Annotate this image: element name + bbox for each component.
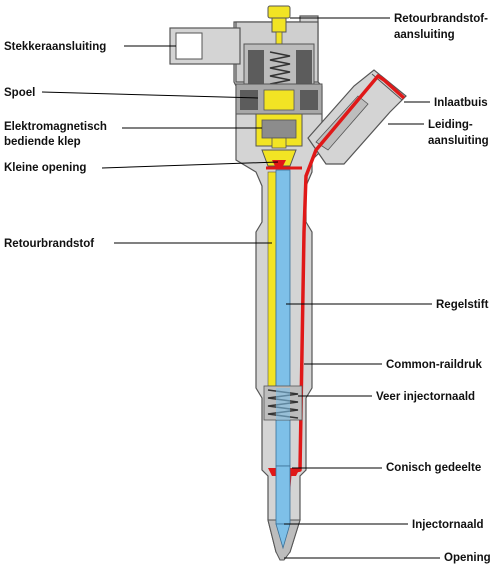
svg-text:Common-raildruk: Common-raildruk xyxy=(386,359,482,371)
svg-text:Veer injectornaald: Veer injectornaald xyxy=(376,391,475,403)
coil xyxy=(235,83,323,115)
label-common-raildruk: Common-raildruk xyxy=(304,359,482,371)
svg-text:Inlaatbuis: Inlaatbuis xyxy=(434,97,488,109)
svg-text:Stekkeraansluiting: Stekkeraansluiting xyxy=(4,41,106,53)
svg-text:aansluiting: aansluiting xyxy=(428,135,489,147)
svg-text:Spoel: Spoel xyxy=(4,87,35,99)
label-injectornaald: Injectornaald xyxy=(284,519,484,531)
svg-text:bediende klep: bediende klep xyxy=(4,136,81,148)
svg-text:Retourbrandstof: Retourbrandstof xyxy=(4,238,94,250)
svg-text:Kleine opening: Kleine opening xyxy=(4,162,86,174)
svg-text:Conisch gedeelte: Conisch gedeelte xyxy=(386,462,481,474)
svg-text:Retourbrandstof-: Retourbrandstof- xyxy=(394,13,488,25)
svg-text:Injectornaald: Injectornaald xyxy=(412,519,484,531)
label-conisch-gedeelte: Conisch gedeelte xyxy=(292,462,481,474)
svg-text:Opening: Opening xyxy=(444,552,491,564)
label-kleine-opening: Kleine opening xyxy=(4,161,279,174)
solenoid-spring xyxy=(269,51,291,85)
label-retourbrandstof-aansluiting: Retourbrandstof- aansluiting xyxy=(290,13,488,41)
label-opening: Opening xyxy=(284,552,491,564)
solenoid-assembly xyxy=(243,43,315,91)
label-regelstift: Regelstift xyxy=(286,299,489,311)
plug-connector xyxy=(169,27,241,65)
label-veer-injectornaald: Veer injectornaald xyxy=(298,391,475,403)
label-spoel: Spoel xyxy=(4,87,259,99)
label-stekkeraansluiting: Stekkeraansluiting xyxy=(4,41,176,53)
svg-text:Leiding-: Leiding- xyxy=(428,119,473,131)
needle-spring xyxy=(263,385,303,421)
label-leiding-aansluiting: Leiding- aansluiting xyxy=(388,119,489,147)
label-elektromagnetisch-klep: Elektromagnetisch bediende klep xyxy=(4,121,262,148)
svg-text:Elektromagnetisch: Elektromagnetisch xyxy=(4,121,107,133)
inlet-fitting xyxy=(307,69,407,165)
svg-text:Regelstift: Regelstift xyxy=(436,299,489,311)
solenoid-valve xyxy=(255,113,303,149)
svg-text:aansluiting: aansluiting xyxy=(394,29,455,41)
label-retourbrandstof: Retourbrandstof xyxy=(4,238,272,250)
label-inlaatbuis: Inlaatbuis xyxy=(404,97,488,109)
